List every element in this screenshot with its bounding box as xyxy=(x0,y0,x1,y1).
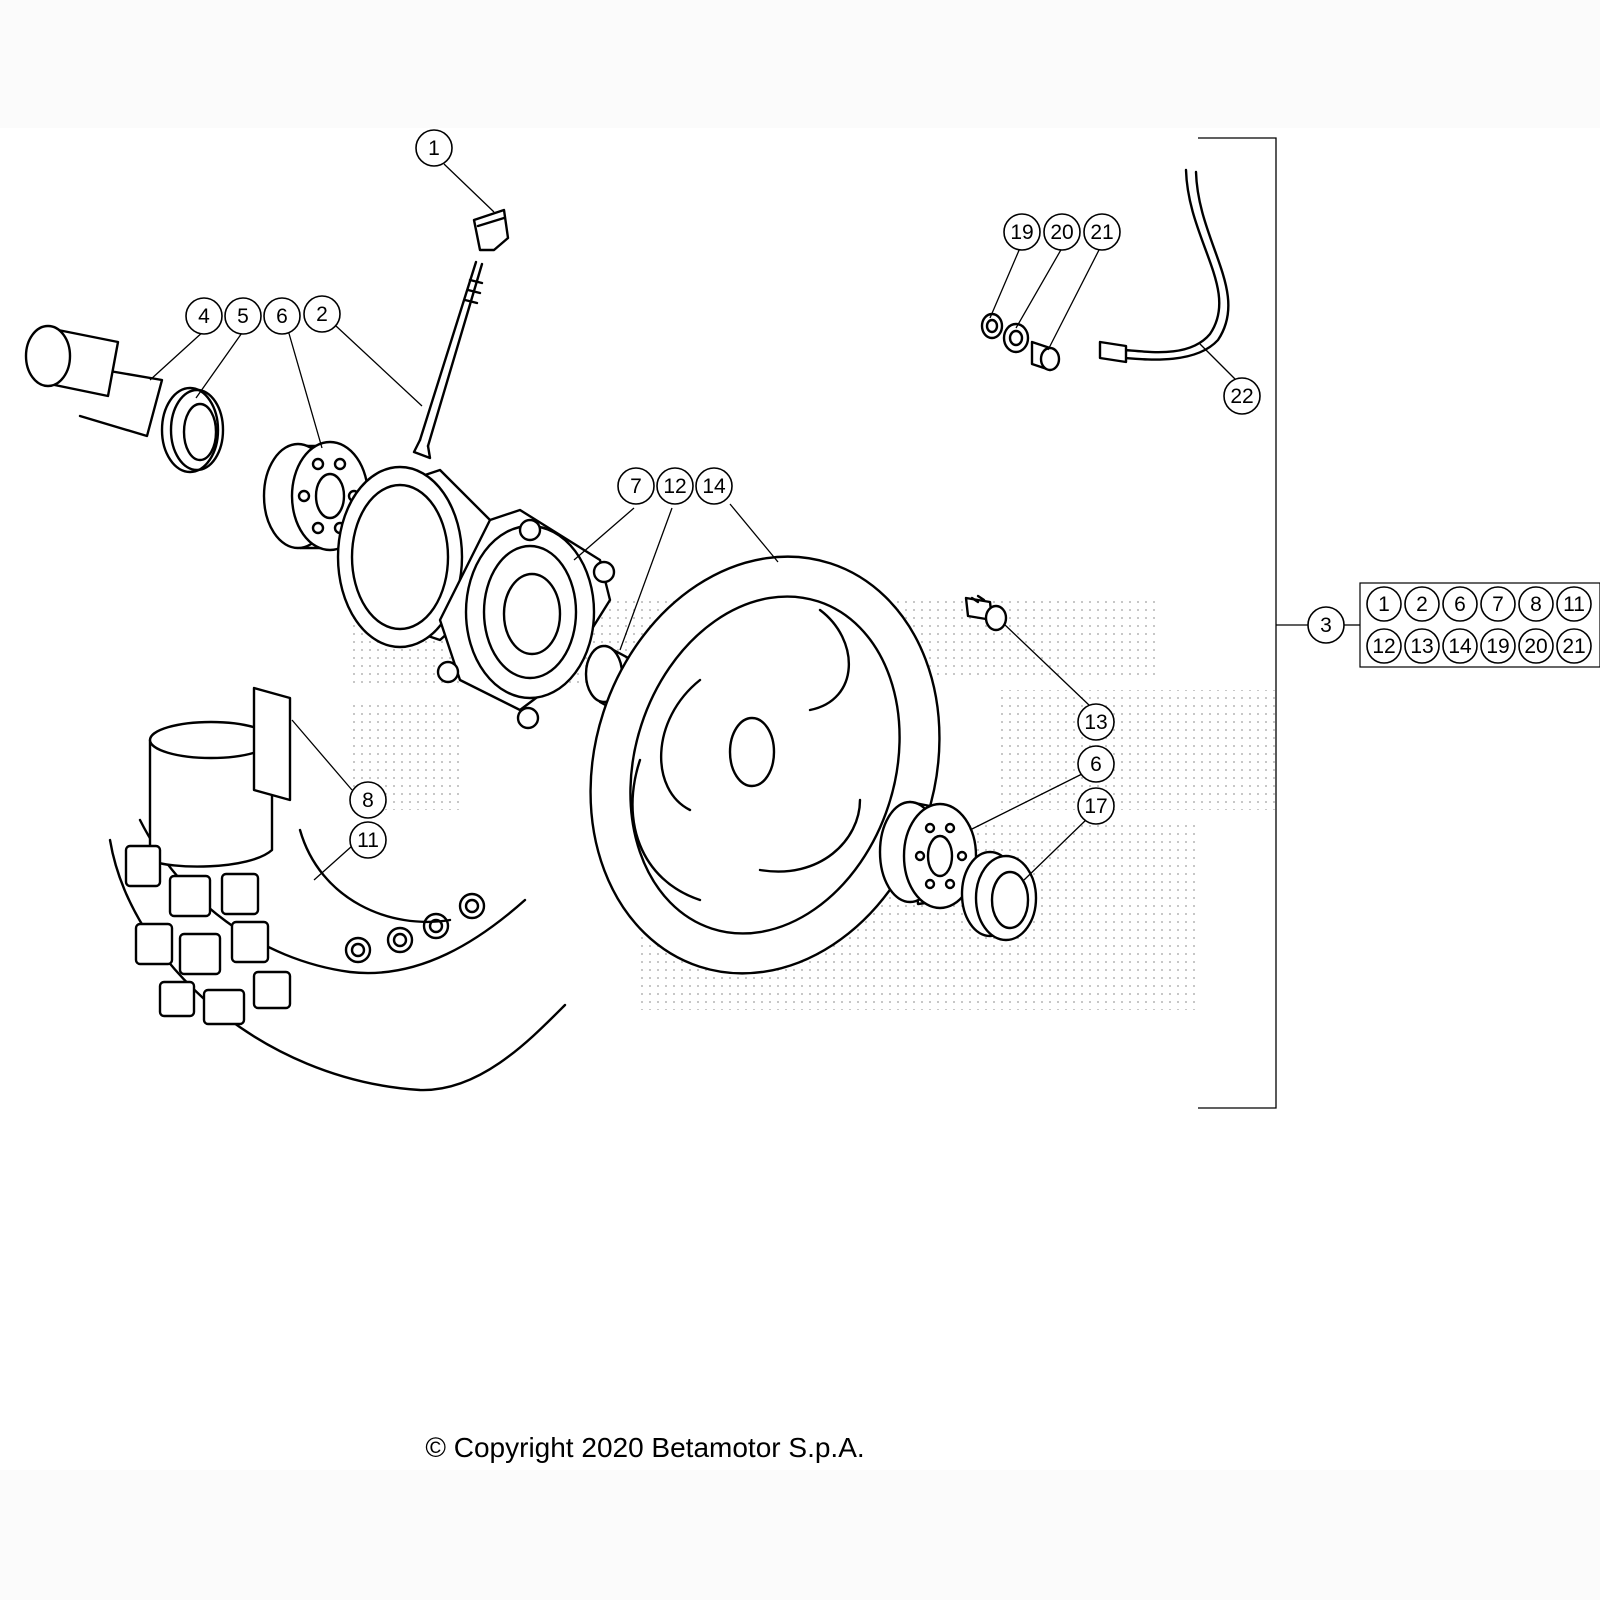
svg-text:3: 3 xyxy=(1320,614,1332,637)
svg-text:7: 7 xyxy=(1492,593,1504,616)
svg-text:6: 6 xyxy=(1090,753,1102,776)
svg-text:21: 21 xyxy=(1090,221,1113,244)
svg-text:12: 12 xyxy=(663,475,686,498)
brake-disc-part xyxy=(589,555,941,975)
svg-text:22: 22 xyxy=(1230,385,1253,408)
kit-item-6: 6 xyxy=(1442,586,1478,622)
callout-c6b: 6 xyxy=(1077,745,1115,783)
bottom-margin xyxy=(0,1470,1600,1600)
callout-c2: 2 xyxy=(303,295,341,333)
callout-c1: 1 xyxy=(415,129,453,167)
spoke-part xyxy=(412,208,510,460)
svg-text:20: 20 xyxy=(1524,635,1547,658)
svg-text:11: 11 xyxy=(357,829,379,852)
callout-c12: 12 xyxy=(656,467,694,505)
callout-c3: 3 xyxy=(1307,606,1345,644)
disc-bolt-part xyxy=(964,594,1008,632)
leader-lines xyxy=(149,163,1237,881)
kit-item-19: 19 xyxy=(1480,628,1516,664)
callout-c22: 22 xyxy=(1223,377,1261,415)
callout-c21: 21 xyxy=(1083,213,1121,251)
kit-item-2: 2 xyxy=(1404,586,1440,622)
hub-part xyxy=(336,465,616,730)
svg-text:4: 4 xyxy=(198,305,210,328)
right-bearing-part xyxy=(878,800,978,910)
kit-item-7: 7 xyxy=(1480,586,1516,622)
kit-item-14: 14 xyxy=(1442,628,1478,664)
svg-text:7: 7 xyxy=(630,475,642,498)
callout-c6a: 6 xyxy=(263,297,301,335)
svg-text:11: 11 xyxy=(1563,593,1585,616)
svg-text:17: 17 xyxy=(1084,795,1107,818)
svg-text:14: 14 xyxy=(702,475,726,498)
kit-item-12: 12 xyxy=(1366,628,1402,664)
callout-c13: 13 xyxy=(1077,703,1115,741)
washer-nut-parts xyxy=(980,312,1061,372)
svg-text:14: 14 xyxy=(1448,635,1472,658)
callout-c11: 11 xyxy=(349,821,387,859)
callout-c4: 4 xyxy=(185,297,223,335)
svg-text:6: 6 xyxy=(1454,593,1466,616)
svg-text:8: 8 xyxy=(1530,593,1542,616)
svg-text:20: 20 xyxy=(1050,221,1073,244)
svg-text:13: 13 xyxy=(1084,711,1107,734)
callout-c14: 14 xyxy=(695,467,733,505)
copyright-text: © Copyright 2020 Betamotor S.p.A. xyxy=(425,1432,865,1463)
tyre-rim-part xyxy=(108,686,567,1092)
kit-item-8: 8 xyxy=(1518,586,1554,622)
callout-c7: 7 xyxy=(617,467,655,505)
kit-item-20: 20 xyxy=(1518,628,1554,664)
cable-part xyxy=(1098,168,1230,364)
axle-part xyxy=(24,324,164,438)
svg-text:19: 19 xyxy=(1010,221,1033,244)
right-spacer-part xyxy=(960,850,1038,942)
top-margin xyxy=(0,0,1600,128)
kit-item-21: 21 xyxy=(1556,628,1592,664)
callout-c20: 20 xyxy=(1043,213,1081,251)
svg-text:1: 1 xyxy=(428,137,440,160)
svg-text:5: 5 xyxy=(237,305,249,328)
svg-text:21: 21 xyxy=(1562,635,1585,658)
callout-c17: 17 xyxy=(1077,787,1115,825)
svg-text:19: 19 xyxy=(1486,635,1509,658)
kit-item-13: 13 xyxy=(1404,628,1440,664)
svg-text:1: 1 xyxy=(1378,593,1390,616)
svg-text:2: 2 xyxy=(1416,593,1428,616)
svg-text:13: 13 xyxy=(1410,635,1433,658)
svg-text:12: 12 xyxy=(1372,635,1395,658)
callout-c19: 19 xyxy=(1003,213,1041,251)
svg-text:8: 8 xyxy=(362,789,374,812)
kit-item-11: 11 xyxy=(1556,586,1592,622)
callout-c8: 8 xyxy=(349,781,387,819)
kit-bracket xyxy=(1198,137,1600,1109)
svg-text:2: 2 xyxy=(316,303,328,326)
svg-text:6: 6 xyxy=(276,305,288,328)
spacer-part xyxy=(160,386,225,474)
callout-c5: 5 xyxy=(224,297,262,335)
kit-item-1: 1 xyxy=(1366,586,1402,622)
